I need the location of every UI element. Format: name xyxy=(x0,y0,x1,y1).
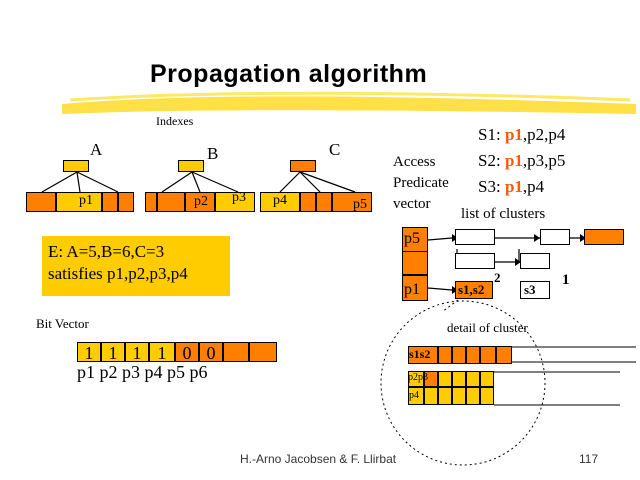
subscription-s3: S3: p1,p4 xyxy=(478,174,565,200)
detail-row2-label: p4 xyxy=(409,390,419,401)
subscription-name: S3: xyxy=(478,177,501,196)
tree-a-root xyxy=(63,160,89,172)
detail-row-cell xyxy=(408,387,424,405)
bit-cell: 1 xyxy=(77,342,101,363)
cluster-node xyxy=(455,229,495,245)
subscription-name: S2: xyxy=(478,151,501,170)
tree-a-leaf xyxy=(102,192,118,212)
detail-row-cell xyxy=(424,387,438,405)
detail-row-cell xyxy=(466,387,480,405)
apv-entry xyxy=(402,251,428,275)
cluster1-size: 2 xyxy=(494,270,501,285)
detail-row-cell xyxy=(424,371,438,387)
subscription-rest: ,p2,p4 xyxy=(522,125,566,144)
cluster-list-label: list of clusters xyxy=(461,206,546,222)
tree-c-leaf-p4: p4 xyxy=(260,192,300,212)
tree-c-leaf-p5: p5 xyxy=(332,192,372,212)
event-satisfies: satisfies p1,p2,p3,p4 xyxy=(48,264,188,283)
cluster2-size: 1 xyxy=(562,272,570,288)
event-box: E: A=5,B=6,C=3 satisfies p1,p2,p3,p4 xyxy=(42,236,230,296)
bit-cell xyxy=(249,342,277,362)
tree-c-leaf xyxy=(300,192,316,212)
event-assignment: E: A=5,B=6,C=3 xyxy=(48,242,165,261)
page-title: Propagation algorithm xyxy=(150,60,428,88)
tree-a-leaf xyxy=(26,192,56,212)
apv-entry-label: p1 xyxy=(404,281,420,298)
bit-cell: 1 xyxy=(101,342,125,363)
subscription-highlight: p1 xyxy=(504,151,523,170)
detail-row-cell xyxy=(438,387,452,405)
detail-row-cell xyxy=(480,387,494,405)
detail-header-cell: s1s2 xyxy=(408,346,438,364)
tree-b-name: B xyxy=(207,144,219,163)
detail-row1-label: p2p3 xyxy=(408,372,428,383)
indexes-label: Indexes xyxy=(156,114,194,128)
bit-cell: 1 xyxy=(125,342,149,363)
detail-label: detail of cluster xyxy=(447,320,528,335)
subscription-rest: ,p4 xyxy=(522,177,545,196)
access-predicate-label: Access Predicate vector xyxy=(393,152,449,215)
subscription-s1: S1: p1,p2,p4 xyxy=(478,122,565,148)
cluster-node xyxy=(455,253,495,269)
apv-label-line: vector xyxy=(393,196,431,212)
tree-b-leaf xyxy=(157,192,185,212)
footer-page-number: 117 xyxy=(579,452,599,466)
tree-a-leaf xyxy=(118,192,134,212)
cluster-label: s3 xyxy=(524,282,536,297)
detail-header-label: s1s2 xyxy=(409,347,431,361)
tree-a-leaf-p1: p1 xyxy=(56,192,102,212)
cluster-label: s1,s2 xyxy=(458,282,485,297)
detail-row-cell xyxy=(452,387,466,405)
detail-row-cell xyxy=(480,371,494,387)
subscription-highlight: p1 xyxy=(504,125,523,144)
apv-entry-label: p5 xyxy=(404,230,420,247)
detail-cell xyxy=(438,346,452,364)
tree-c-leaf-label: p5 xyxy=(353,197,367,212)
tree-a-leaf-label: p1 xyxy=(79,193,93,208)
bit-cell: 0 xyxy=(199,342,223,363)
detail-row-cell xyxy=(438,371,452,387)
detail-row-cell xyxy=(408,371,424,387)
apv-entry-p1: p1 xyxy=(402,275,428,301)
cluster-node xyxy=(540,229,570,245)
subscription-name: S1: xyxy=(478,125,501,144)
apv-label-line: Access xyxy=(393,154,436,170)
bit-vector-predicates: p1 p2 p3 p4 p5 p6 xyxy=(77,362,208,382)
apv-entry-p5: p5 xyxy=(402,227,428,251)
bit-cell xyxy=(223,342,249,362)
cluster-node xyxy=(520,253,550,269)
tree-b-leaf-label: p2 xyxy=(194,194,208,209)
bit-vector-label: Bit Vector xyxy=(36,316,89,331)
subscription-rest: ,p3,p5 xyxy=(522,151,566,170)
tree-c-leaf xyxy=(316,192,332,212)
cluster-s1s2: s1,s2 xyxy=(455,281,493,299)
tree-b-leaf-p3: p3 xyxy=(215,190,255,212)
detail-cell xyxy=(480,346,496,364)
tree-b-root xyxy=(178,160,204,172)
tree-b-leaf xyxy=(145,192,157,212)
tree-a-name: A xyxy=(90,140,103,159)
subscription-s2: S2: p1,p3,p5 xyxy=(478,148,565,174)
tree-c-leaf-label: p4 xyxy=(273,193,287,208)
detail-cell xyxy=(466,346,480,364)
cluster-s3: s3 xyxy=(520,281,550,299)
subscription-highlight: p1 xyxy=(504,177,523,196)
bit-cell: 0 xyxy=(175,342,199,363)
cluster-node xyxy=(584,229,624,245)
detail-cell xyxy=(452,346,466,364)
subscription-list: S1: p1,p2,p4 S2: p1,p3,p5 S3: p1,p4 xyxy=(478,122,565,200)
tree-c-name: C xyxy=(329,140,341,159)
tree-b-leaf-label: p3 xyxy=(232,190,246,205)
bit-cell: 1 xyxy=(149,342,175,363)
footer-authors: H.-Arno Jacobsen & F. Llirbat xyxy=(240,452,397,466)
detail-row-cell xyxy=(452,371,466,387)
detail-row-cell xyxy=(466,371,480,387)
tree-c-root xyxy=(290,160,316,172)
apv-label-line: Predicate xyxy=(393,175,449,191)
tree-b-leaf-p2: p2 xyxy=(185,192,215,212)
detail-cell xyxy=(496,346,512,364)
